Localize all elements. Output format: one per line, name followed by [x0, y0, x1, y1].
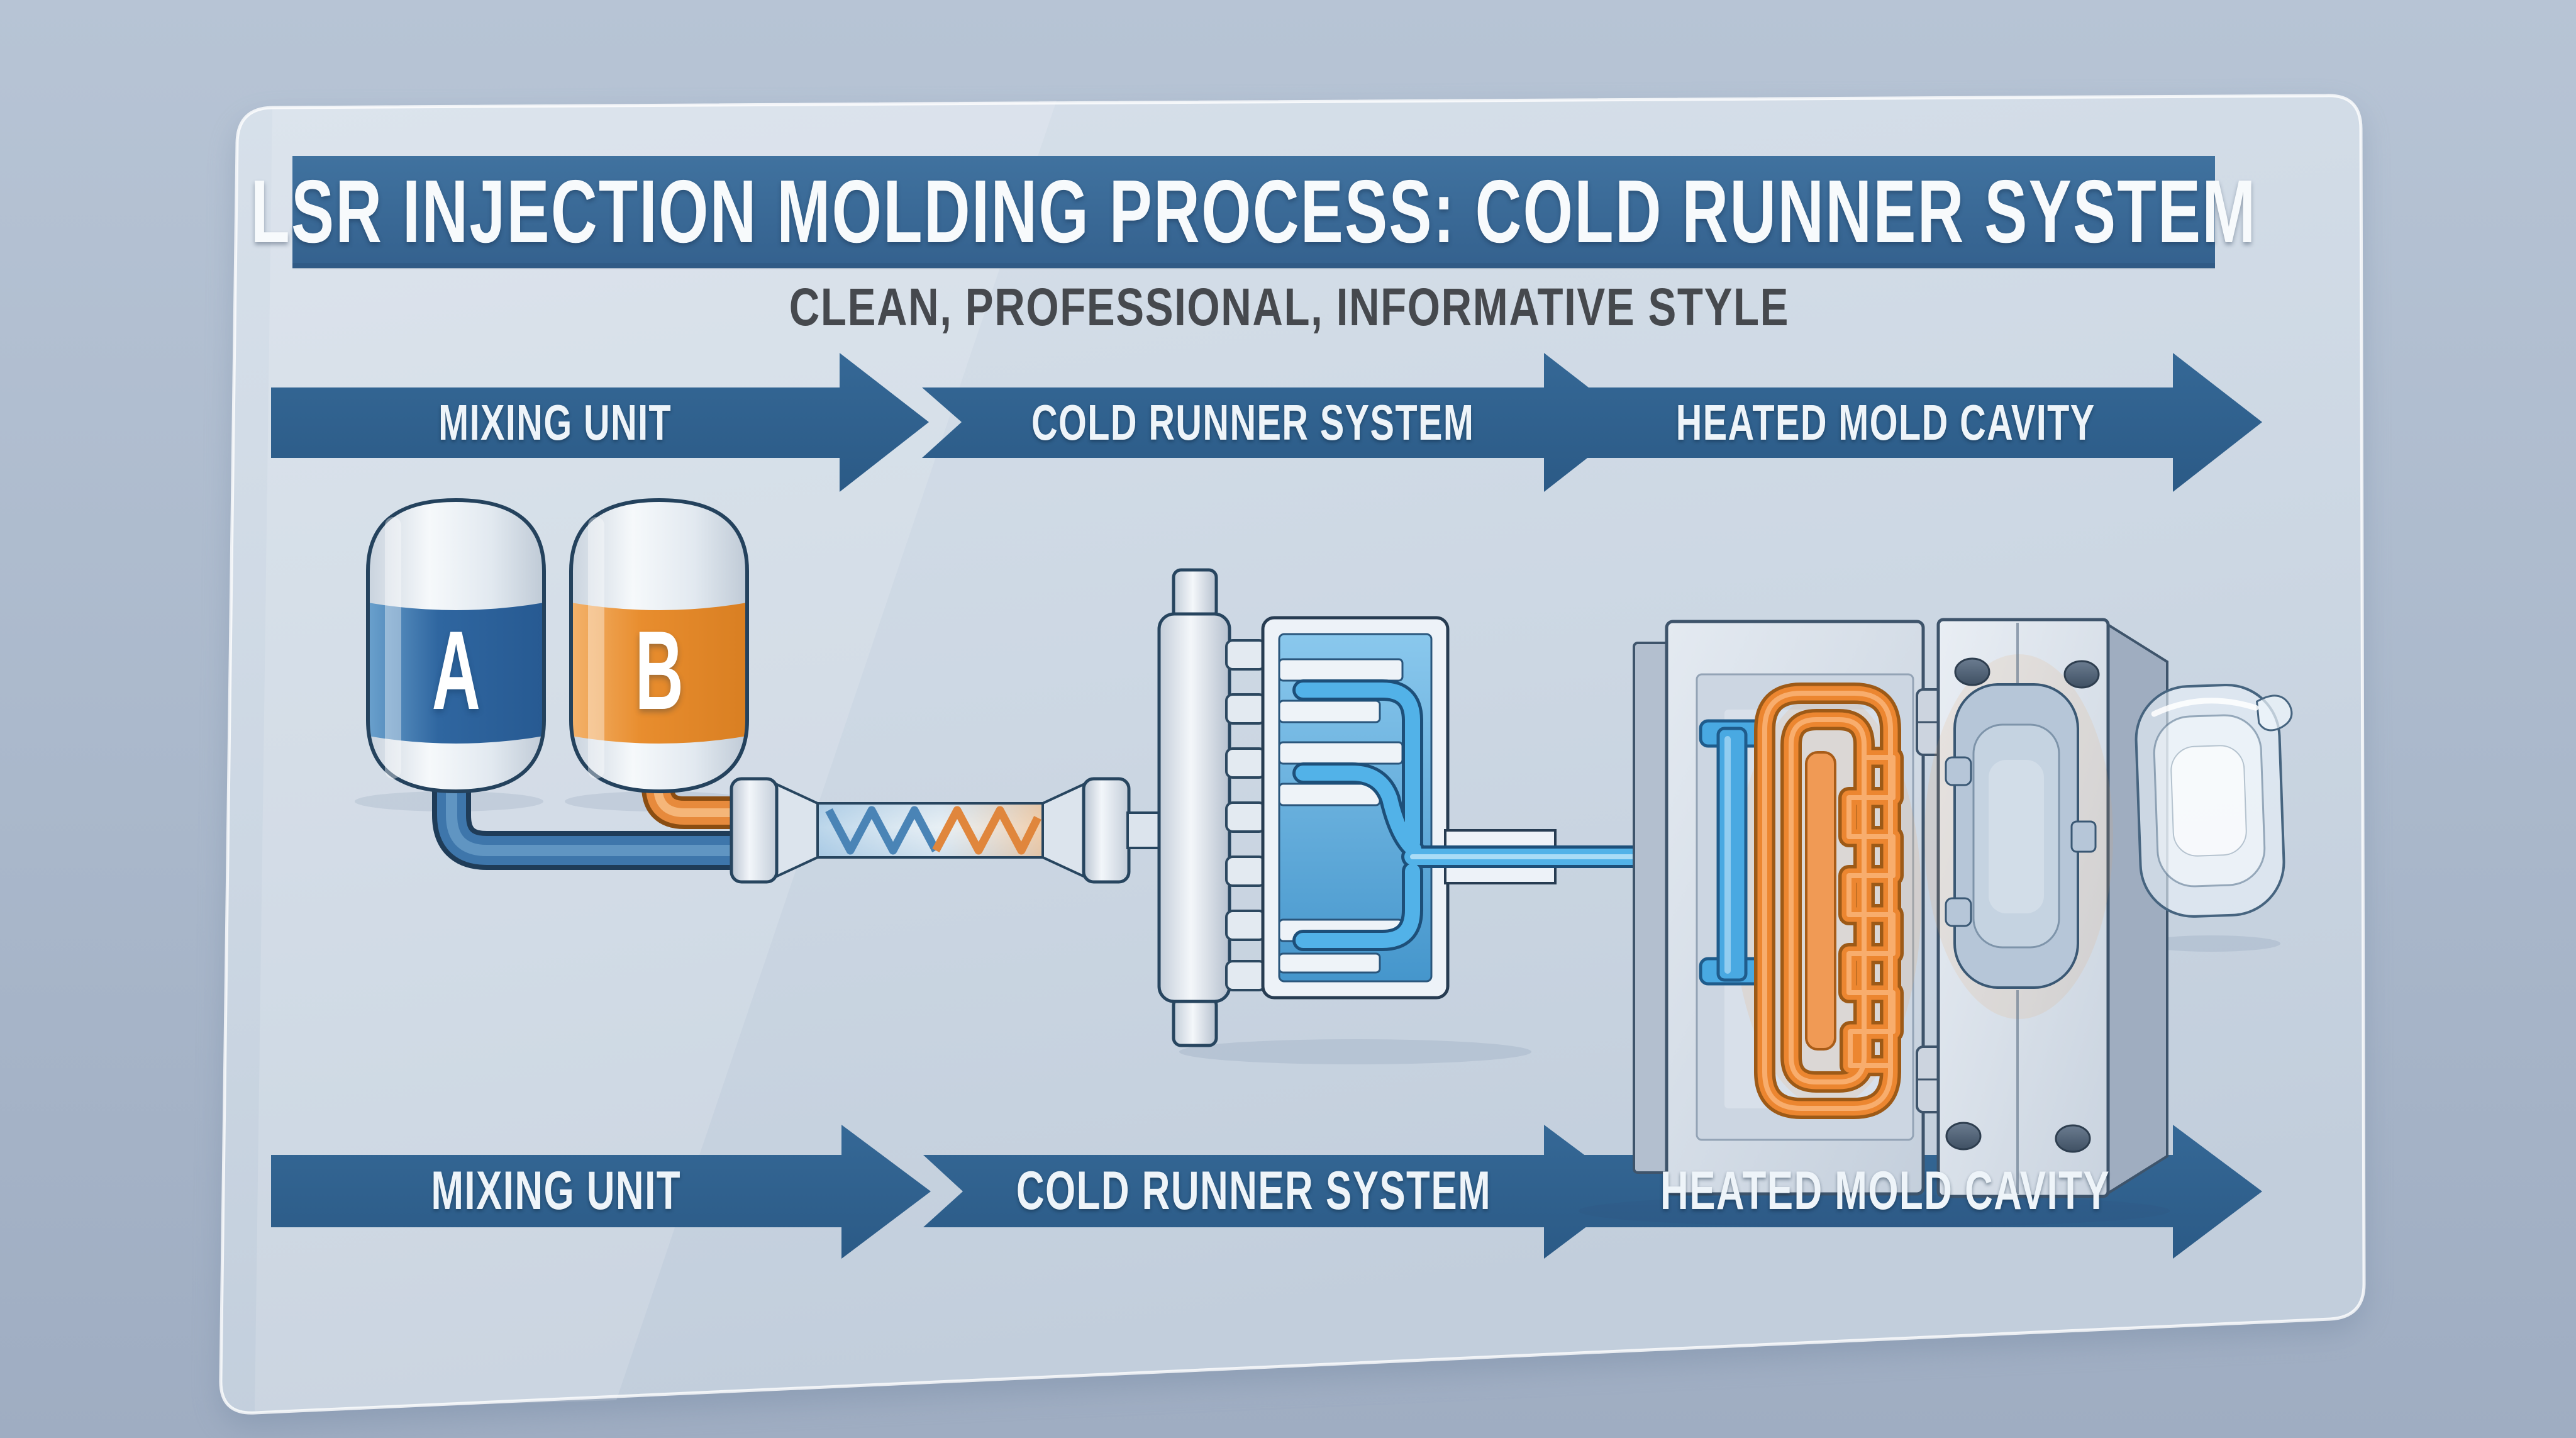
manifold-bar — [1157, 612, 1231, 1003]
static-mixer — [730, 777, 1164, 884]
mixer-outlet-stub — [1126, 811, 1164, 849]
container-b — [569, 498, 749, 794]
mixer-element-blue — [825, 806, 940, 855]
process-arrows-top — [271, 353, 2262, 492]
arrow-bottom-mixing-unit — [271, 1125, 931, 1259]
mixer-ring-left — [730, 777, 779, 884]
mold-cavity — [1945, 683, 2097, 989]
arrow-top-mixing-unit — [271, 353, 929, 492]
molded-part — [2135, 683, 2293, 918]
heater-slab — [1805, 751, 1836, 1051]
heating-coil — [1754, 683, 1904, 1119]
mixer-element-orange — [932, 806, 1041, 855]
mold-right-half — [1924, 618, 2168, 1198]
mold-bolt-holes — [1945, 657, 2100, 1153]
arrow-bottom-cold-runner — [923, 1125, 1633, 1259]
arrow-top-heated-mold — [1558, 353, 2262, 492]
manifold-column — [1157, 568, 1267, 1047]
title-banner — [292, 156, 2215, 268]
cold-runner-block — [1261, 616, 1733, 1000]
arrow-top-cold-runner — [922, 353, 1633, 492]
mold-left-half — [1633, 620, 1925, 1196]
mixer-ring-right — [1082, 777, 1131, 884]
container-a — [366, 498, 546, 794]
